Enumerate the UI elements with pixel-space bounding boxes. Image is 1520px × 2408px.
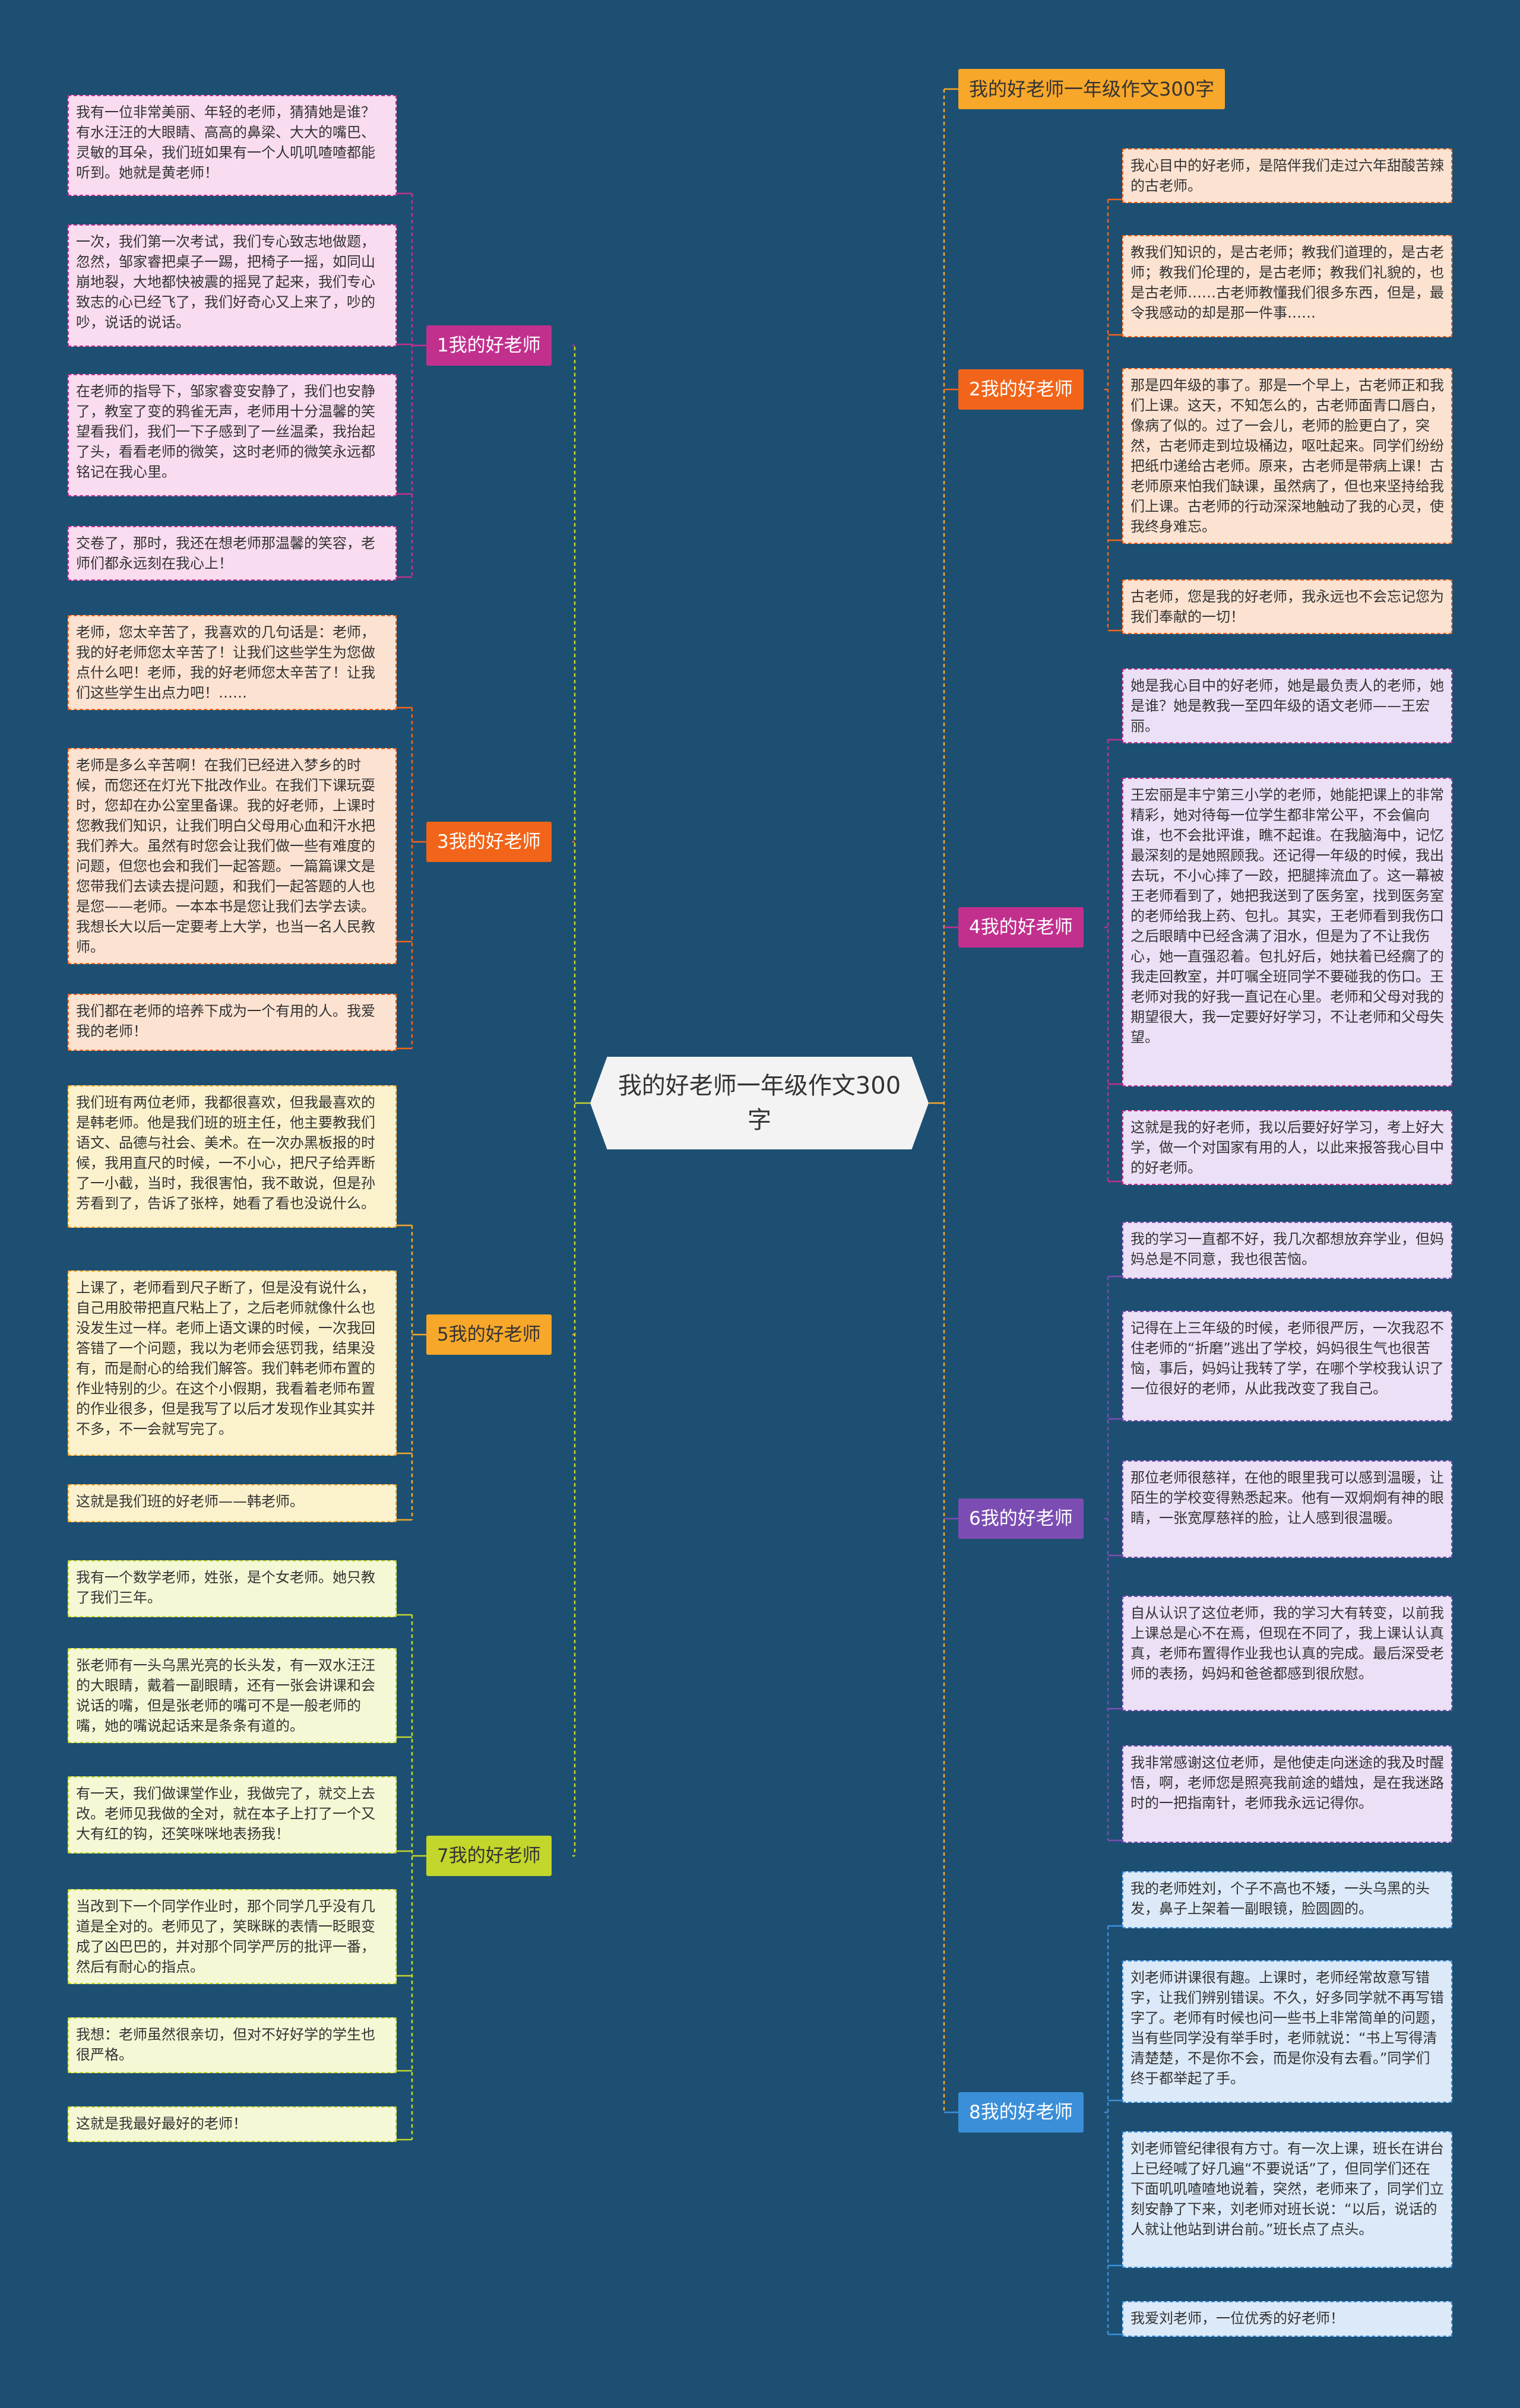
leaf-text-5-2[interactable]: 上课了，老师看到尺子断了，但是没有说什么，自己用胶带把直尺粘上了，之后老师就像什… [68,1270,397,1456]
leaf-text-7-6[interactable]: 这就是我最好最好的老师！ [68,2106,397,2142]
leaf-text-7-5[interactable]: 我想：老师虽然很亲切，但对不好好学的学生也很严格。 [68,2017,397,2073]
leaf-text-4-1[interactable]: 她是我心目中的好老师，她是最负责人的老师，她是谁？她是教我一至四年级的语文老师—… [1122,668,1452,743]
leaf-text-7-1[interactable]: 我有一个数学老师，姓张，是个女老师。她只教了我们三年。 [68,1560,397,1617]
leaf-text-3-2[interactable]: 老师是多么辛苦啊！在我们已经进入梦乡的时候，而您还在灯光下批改作业。在我们下课玩… [68,748,397,964]
branch-node-3[interactable]: 3我的好老师 [426,822,552,862]
leaf-text-6-2[interactable]: 记得在上三年级的时候，老师很严厉，一次我忍不住老师的“折磨”逃出了学校，妈妈很生… [1122,1311,1452,1421]
leaf-text-7-4[interactable]: 当改到下一个同学作业时，那个同学几乎没有几道是全对的。老师见了，笑眯眯的表情一眨… [68,1889,397,1984]
leaf-text-8-4[interactable]: 我爱刘老师，一位优秀的好老师！ [1122,2301,1452,2337]
leaf-text-8-1[interactable]: 我的老师姓刘，个子不高也不矮，一头乌黑的头发，鼻子上架着一副眼镜，脸圆圆的。 [1122,1871,1452,1928]
leaf-text-5-1[interactable]: 我们班有两位老师，我都很喜欢，但我最喜欢的是韩老师。他是我们班的班主任，他主要教… [68,1085,397,1228]
leaf-text-6-1[interactable]: 我的学习一直都不好，我几次都想放弃学业，但妈妈总是不同意，我也很苦恼。 [1122,1222,1452,1279]
leaf-text-2-1[interactable]: 我心目中的好老师，是陪伴我们走过六年甜酸苦辣的古老师。 [1122,148,1452,203]
branch-node-7[interactable]: 7我的好老师 [426,1836,552,1876]
branch-node-1[interactable]: 1我的好老师 [426,325,552,366]
leaf-text-7-2[interactable]: 张老师有一头乌黑光亮的长头发，有一双水汪汪的大眼睛，戴着一副眼睛，还有一张会讲课… [68,1648,397,1743]
leaf-text-5-3[interactable]: 这就是我们班的好老师——韩老师。 [68,1484,397,1522]
leaf-text-2-2[interactable]: 教我们知识的，是古老师；教我们道理的，是古老师；教我们伦理的，是古老师；教我们礼… [1122,235,1452,337]
leaf-text-4-3[interactable]: 这就是我的好老师，我以后要好好学习，考上好大学，做一个对国家有用的人，以此来报答… [1122,1110,1452,1185]
leaf-text-1-1[interactable]: 我有一位非常美丽、年轻的老师，猜猜她是谁？有水汪汪的大眼睛、高高的鼻梁、大大的嘴… [68,95,397,196]
branch-node-5[interactable]: 5我的好老师 [426,1314,552,1355]
title-node[interactable]: 我的好老师一年级作文300字 [958,69,1226,109]
leaf-text-1-4[interactable]: 交卷了，那时，我还在想老师那温馨的笑容，老师们都永远刻在我心上！ [68,526,397,581]
leaf-text-1-2[interactable]: 一次，我们第一次考试，我们专心致志地做题，忽然，邹家睿把桌子一踢，把椅子一摇，如… [68,224,397,347]
leaf-text-3-1[interactable]: 老师，您太辛苦了，我喜欢的几句话是：老师，我的好老师您太辛苦了！让我们这些学生为… [68,615,397,710]
branch-node-6[interactable]: 6我的好老师 [958,1498,1084,1539]
leaf-text-2-4[interactable]: 古老师，您是我的好老师，我永远也不会忘记您为我们奉献的一切！ [1122,579,1452,634]
branch-node-4[interactable]: 4我的好老师 [958,907,1084,948]
leaf-text-8-2[interactable]: 刘老师讲课很有趣。上课时，老师经常故意写错字，让我们辨别错误。不久，好多同学就不… [1122,1960,1452,2103]
branch-node-8[interactable]: 8我的好老师 [958,2092,1084,2133]
leaf-text-2-3[interactable]: 那是四年级的事了。那是一个早上，古老师正和我们上课。这天，不知怎么的，古老师面青… [1122,368,1452,544]
leaf-text-3-3[interactable]: 我们都在老师的培养下成为一个有用的人。我爱我的老师！ [68,994,397,1051]
branch-node-2[interactable]: 2我的好老师 [958,369,1084,410]
leaf-text-6-5[interactable]: 我非常感谢这位老师，是他使走向迷途的我及时醒悟，啊，老师您是照亮我前途的蜡烛，是… [1122,1745,1452,1843]
leaf-text-6-4[interactable]: 自从认识了这位老师，我的学习大有转变，以前我上课总是心不在焉，但现在不同了，我上… [1122,1596,1452,1711]
leaf-text-7-3[interactable]: 有一天，我们做课堂作业，我做完了，就交上去改。老师见我做的全对，就在本子上打了一… [68,1776,397,1853]
leaf-text-8-3[interactable]: 刘老师管纪律很有方寸。有一次上课，班长在讲台上已经喊了好几遍“不要说话”了，但同… [1122,2131,1452,2268]
leaf-text-1-3[interactable]: 在老师的指导下，邹家睿变安静了，我们也安静了，教室了变的鸦雀无声，老师用十分温馨… [68,374,397,496]
leaf-text-6-3[interactable]: 那位老师很慈祥，在他的眼里我可以感到温暖，让陌生的学校变得熟悉起来。他有一双炯炯… [1122,1460,1452,1558]
leaf-text-4-2[interactable]: 王宏丽是丰宁第三小学的老师，她能把课上的非常精彩，她对待每一位学生都非常公平，不… [1122,778,1452,1086]
central-topic[interactable]: 我的好老师一年级作文300字 [590,1057,929,1149]
